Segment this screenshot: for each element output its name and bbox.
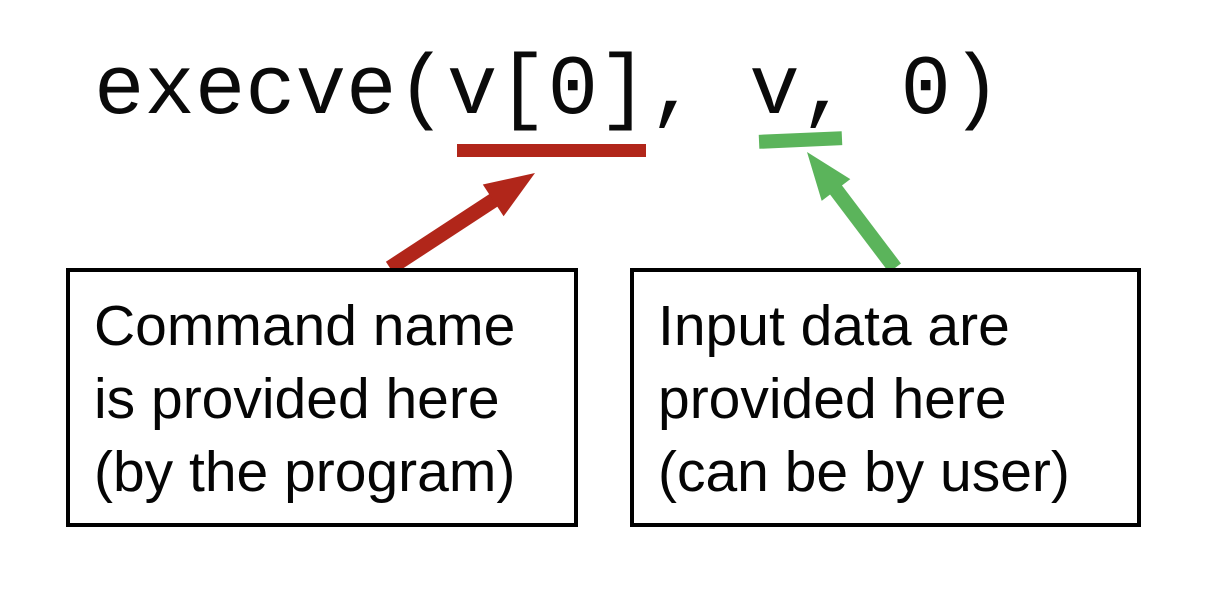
callout-line: (can be by user) (658, 440, 1070, 504)
callout-line: provided here (658, 367, 1007, 431)
argv-arg-underline (758, 131, 843, 149)
callout-line: Input data are (658, 294, 1010, 358)
callout-line: is provided here (94, 367, 500, 431)
callout-line: (by the program) (94, 440, 516, 504)
green-arrow (807, 152, 901, 273)
command-name-callout-box: Command name is provided here (by the pr… (66, 268, 578, 527)
command-arg-underline (457, 144, 646, 157)
red-arrow (385, 173, 535, 275)
input-data-callout-box: Input data are provided here (can be by … (630, 268, 1141, 527)
execve-code-text: execve(v[0], v, 0) (94, 44, 1002, 139)
callout-line: Command name (94, 294, 516, 358)
